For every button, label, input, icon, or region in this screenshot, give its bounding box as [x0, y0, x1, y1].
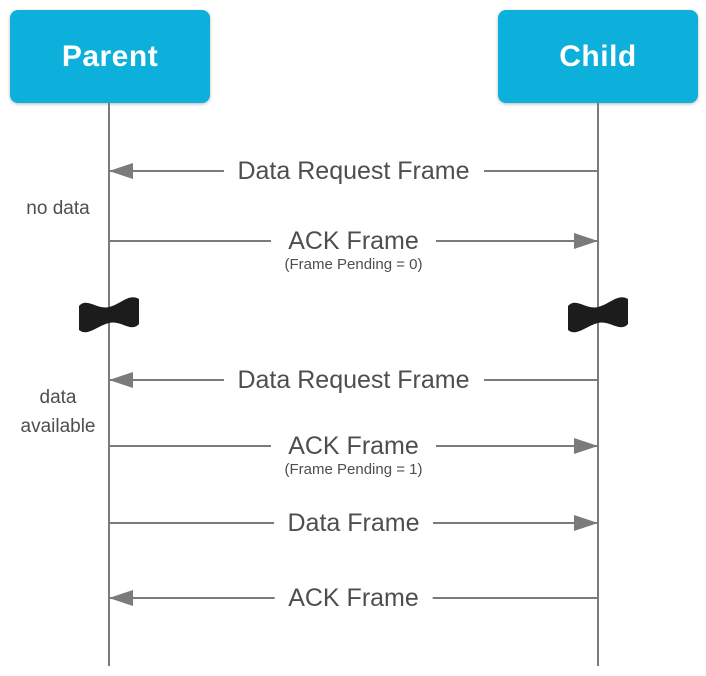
- message-data-request-frame-2: Data Request Frame: [109, 365, 598, 395]
- message-ack-frame-final: ACK Frame: [109, 583, 598, 613]
- arrowhead-right-icon: [574, 438, 598, 454]
- arrowhead-left-icon: [109, 163, 133, 179]
- actor-label-child: Child: [559, 39, 637, 73]
- message-sub-text: (Frame Pending = 1): [284, 461, 423, 478]
- message-main-text: ACK Frame: [288, 432, 419, 460]
- arrowhead-left-icon: [109, 372, 133, 388]
- flag-icon: [568, 297, 628, 333]
- arrowhead-left-icon: [109, 590, 133, 606]
- actor-label-parent: Parent: [61, 39, 159, 73]
- actor-box-parent: Parent: [10, 10, 210, 103]
- message-sub-text: (Frame Pending = 0): [284, 256, 423, 273]
- message-ack-frame-pending-0: ACK Frame (Frame Pending = 0): [109, 226, 598, 274]
- flag-icon: [79, 297, 139, 333]
- message-label: Data Frame: [273, 508, 434, 538]
- message-label: Data Request Frame: [223, 365, 484, 395]
- message-ack-frame-pending-1: ACK Frame (Frame Pending = 1): [109, 431, 598, 479]
- message-label: ACK Frame (Frame Pending = 1): [270, 431, 437, 479]
- message-data-request-frame-1: Data Request Frame: [109, 156, 598, 186]
- lifeline-child: [597, 103, 599, 666]
- message-main-text: ACK Frame: [288, 227, 419, 255]
- actor-box-child: Child: [498, 10, 698, 103]
- arrowhead-right-icon: [574, 515, 598, 531]
- message-label: ACK Frame (Frame Pending = 0): [270, 226, 437, 274]
- message-data-frame: Data Frame: [109, 508, 598, 538]
- side-note-no-data: no data: [26, 198, 90, 219]
- side-note-data-available: data available: [20, 387, 96, 437]
- message-label: Data Request Frame: [223, 156, 484, 186]
- arrowhead-right-icon: [574, 233, 598, 249]
- message-label: ACK Frame: [274, 583, 433, 613]
